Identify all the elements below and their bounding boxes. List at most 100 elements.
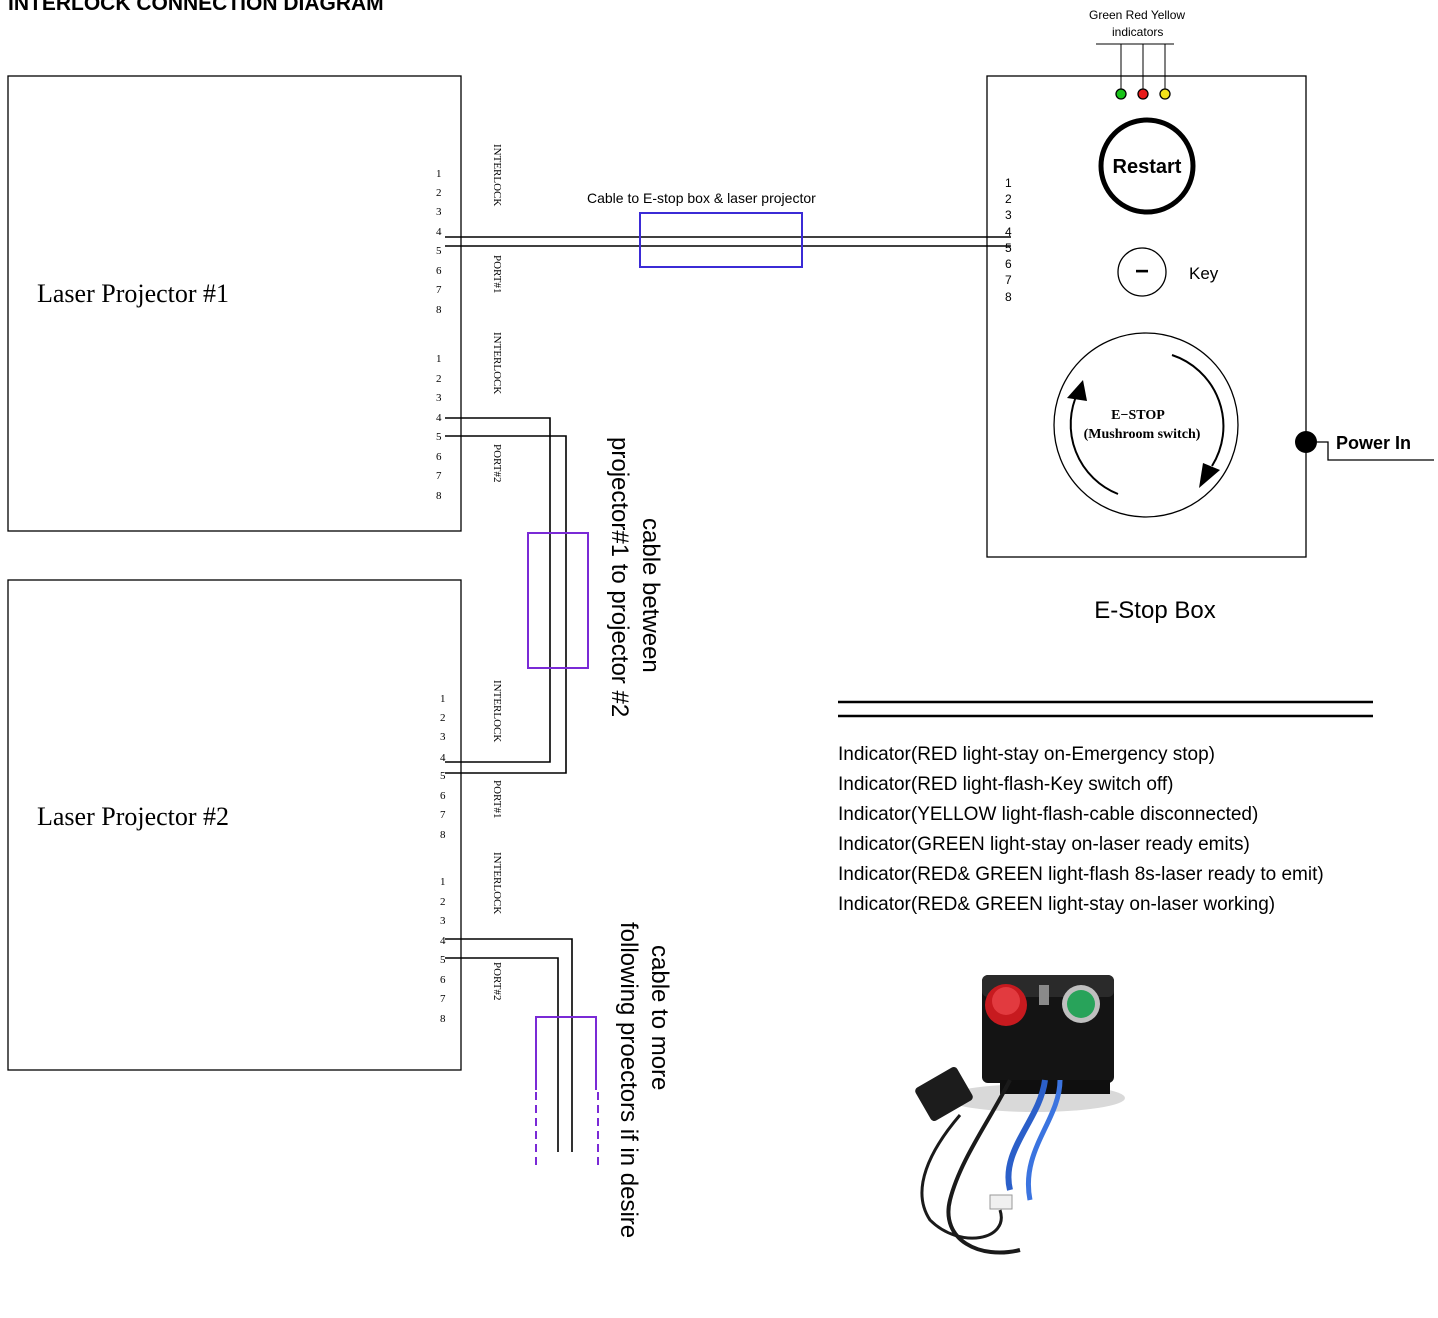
laser-projector-2-box xyxy=(7,579,462,1071)
key-symbol: − xyxy=(1135,258,1149,285)
pin-label: 2 xyxy=(440,712,446,724)
between-cable-marker xyxy=(527,532,589,669)
indicators-label-line2: indicators xyxy=(1112,25,1163,39)
port-label-interlock: INTERLOCK xyxy=(491,144,503,206)
pin-label: 1 xyxy=(436,353,442,365)
pin-label: 8 xyxy=(436,490,442,502)
legend-item: Indicator(GREEN light-stay on-laser read… xyxy=(838,834,1250,855)
pin-label: 4 xyxy=(440,752,446,764)
more-cable-label-2: following proectors if in desire xyxy=(615,922,642,1238)
pin-label: 5 xyxy=(436,245,442,257)
legend-item: Indicator(RED& GREEN light-flash 8s-lase… xyxy=(838,864,1324,885)
pin-label: 6 xyxy=(436,265,442,277)
pin-label: 4 xyxy=(436,226,442,238)
port-label-port2: PORT#2 xyxy=(491,444,503,482)
pin-label: 1 xyxy=(440,693,446,705)
pin-label: 6 xyxy=(440,790,446,802)
estop-label-line2: (Mushroom switch) xyxy=(1084,427,1201,442)
port-label-port1: PORT#1 xyxy=(491,780,503,818)
pin-label: 7 xyxy=(436,284,442,296)
estop-cable-label: Cable to E-stop box & laser projector xyxy=(587,190,816,206)
pin-label: 5 xyxy=(436,431,442,443)
pin-label: 3 xyxy=(440,731,446,743)
pin-label: 2 xyxy=(440,896,446,908)
port-label-interlock: INTERLOCK xyxy=(491,680,503,742)
between-cable xyxy=(445,417,567,774)
pin-label: 4 xyxy=(1005,225,1012,239)
pin-label: 4 xyxy=(436,412,442,424)
pin-label: 1 xyxy=(1005,176,1012,190)
rotation-arrow-right-icon xyxy=(1171,354,1225,467)
indicators-label-line1: Green Red Yellow xyxy=(1089,8,1185,22)
pin-label: 3 xyxy=(436,206,442,218)
estop-cable xyxy=(445,236,1011,247)
laser-projector-2-label: Laser Projector #2 xyxy=(37,802,229,831)
projector-2-port-2-pins: 1 2 3 4 5 6 7 8 xyxy=(440,876,446,1025)
estop-pins: 1 2 3 4 5 6 7 8 xyxy=(1005,176,1012,304)
arrowhead-icon xyxy=(1067,380,1087,401)
between-cable-label-1: cable between xyxy=(637,518,664,673)
power-connector-icon xyxy=(1295,431,1317,453)
pin-label: 3 xyxy=(1005,208,1012,222)
rotation-arrow-left-icon xyxy=(1069,391,1119,495)
pin-label: 3 xyxy=(440,915,446,927)
key-label: Key xyxy=(1189,264,1219,283)
yellow-indicator-light xyxy=(1159,88,1171,100)
indicator-leads xyxy=(1096,43,1174,89)
projector-1-port-2-pins: 1 2 3 4 5 6 7 8 xyxy=(436,353,442,502)
pin-label: 4 xyxy=(440,935,446,947)
more-cable-label-1: cable to more xyxy=(646,945,673,1090)
pin-label: 7 xyxy=(440,993,446,1005)
port-label-interlock: INTERLOCK xyxy=(491,852,503,914)
pin-label: 6 xyxy=(436,451,442,463)
restart-button xyxy=(1098,117,1196,215)
pin-label: 6 xyxy=(1005,257,1012,271)
projector-1-port-1-pins: 1 2 3 4 5 6 7 8 xyxy=(436,168,442,316)
laser-projector-1-box xyxy=(7,75,462,532)
pin-label: 5 xyxy=(1005,241,1012,255)
pin-label: 7 xyxy=(436,470,442,482)
legend-item: Indicator(RED& GREEN light-stay on-laser… xyxy=(838,894,1276,915)
pin-label: 8 xyxy=(1005,290,1012,304)
port-label-port1: PORT#1 xyxy=(491,255,503,293)
pin-label: 8 xyxy=(440,829,446,841)
power-in-label: Power In xyxy=(1336,433,1411,453)
pin-label: 7 xyxy=(1005,273,1012,287)
power-lead xyxy=(1317,441,1434,461)
pin-label: 7 xyxy=(440,809,446,821)
estop-box xyxy=(986,75,1307,558)
estop-cable-marker xyxy=(639,212,803,268)
legend-item: Indicator(RED light-stay on-Emergency st… xyxy=(838,744,1215,765)
diagram-title: INTERLOCK CONNECTION DIAGRAM xyxy=(8,0,384,15)
laser-projector-1-label: Laser Projector #1 xyxy=(37,279,229,308)
between-cable-label-2: projector#1 to projector #2 xyxy=(606,437,633,717)
pin-label: 8 xyxy=(440,1013,446,1025)
red-indicator-light xyxy=(1137,88,1149,100)
arrowhead-icon xyxy=(1199,463,1220,488)
pin-label: 3 xyxy=(436,392,442,404)
restart-label: Restart xyxy=(1113,156,1182,178)
more-cable xyxy=(445,938,573,1152)
pin-label: 5 xyxy=(440,770,446,782)
pin-label: 1 xyxy=(436,168,442,180)
pin-label: 2 xyxy=(1005,192,1012,206)
legend-item: Indicator(RED light-flash-Key switch off… xyxy=(838,774,1174,795)
pin-label: 2 xyxy=(436,373,442,385)
indicator-legend: Indicator(RED light-stay on-Emergency st… xyxy=(838,740,1324,920)
estop-box-caption: E-Stop Box xyxy=(1094,597,1215,624)
key-switch xyxy=(1117,247,1167,297)
mushroom-switch xyxy=(1053,332,1239,518)
port-label-port2: PORT#2 xyxy=(491,962,503,1000)
port-label-interlock: INTERLOCK xyxy=(491,332,503,394)
pin-label: 8 xyxy=(436,304,442,316)
estop-label-line1: E−STOP xyxy=(1111,408,1165,423)
more-cable-marker xyxy=(535,1016,597,1090)
pin-label: 2 xyxy=(436,187,442,199)
projector-2-port-1-pins: 1 2 3 4 5 6 7 8 xyxy=(440,693,446,841)
legend-item: Indicator(YELLOW light-flash-cable disco… xyxy=(838,804,1259,825)
estop-device-photo xyxy=(915,975,1125,1255)
pin-label: 5 xyxy=(440,954,446,966)
pin-label: 1 xyxy=(440,876,446,888)
pin-label: 6 xyxy=(440,974,446,986)
